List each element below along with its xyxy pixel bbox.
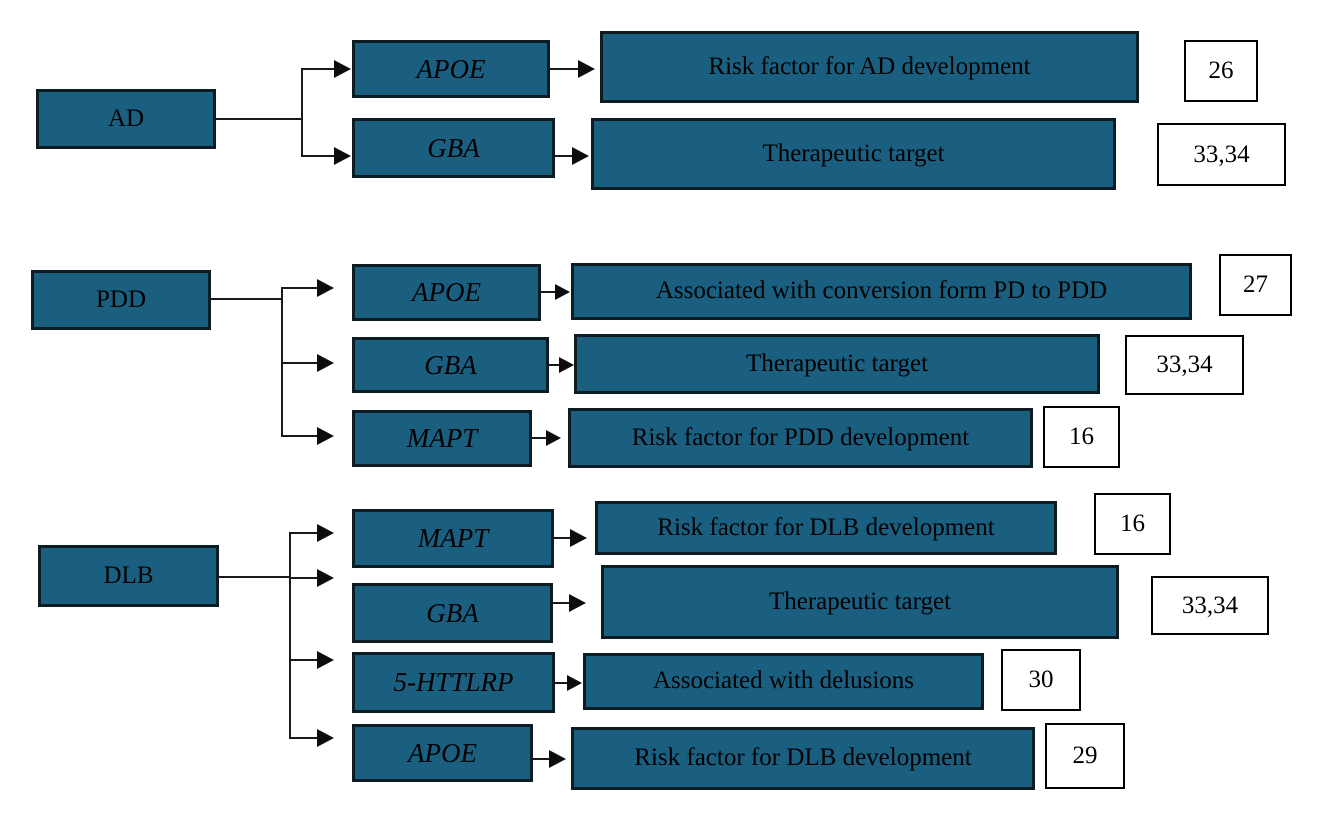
connector-branch-dlb-0: [289, 532, 319, 534]
description-box-pdd-0[interactable]: Associated with conversion form PD to PD…: [571, 263, 1192, 320]
arrow-pdd-gene-2: [317, 427, 334, 445]
gene-box-pdd-apoe[interactable]: APOE: [352, 264, 541, 321]
gene-box-pdd-gba[interactable]: GBA: [352, 337, 549, 393]
connector-gene-desc-dlb-2: [555, 682, 569, 684]
connector-branch-dlb-1: [289, 577, 319, 579]
connector-spine-ad: [301, 68, 303, 156]
arrow-pdd-gene-1: [317, 354, 334, 372]
connector-gene-desc-ad-0: [550, 68, 580, 70]
arrow-dlb-desc-3: [549, 750, 566, 768]
connector-gene-desc-pdd-0: [541, 291, 557, 293]
connector-spine-dlb: [289, 532, 291, 739]
description-box-ad-0[interactable]: Risk factor for AD development: [600, 31, 1139, 103]
description-box-ad-1[interactable]: Therapeutic target: [591, 118, 1116, 190]
gene-box-dlb-apoe[interactable]: APOE: [352, 724, 533, 782]
arrow-pdd-desc-1: [559, 357, 574, 373]
gene-box-dlb-5httlrp[interactable]: 5-HTTLRP: [352, 652, 555, 713]
connector-gene-desc-pdd-1: [549, 364, 561, 366]
description-box-dlb-2[interactable]: Associated with delusions: [583, 653, 984, 710]
arrow-pdd-gene-0: [317, 279, 334, 297]
connector-gene-desc-dlb-1: [553, 602, 571, 604]
description-box-pdd-1[interactable]: Therapeutic target: [574, 334, 1100, 394]
description-box-dlb-1[interactable]: Therapeutic target: [601, 565, 1119, 639]
connector-trunk-dlb: [219, 576, 291, 578]
connector-branch-ad-0: [301, 68, 336, 70]
disease-box-pdd[interactable]: PDD: [31, 270, 211, 330]
reference-box-dlb-0[interactable]: 16: [1094, 493, 1171, 555]
reference-box-dlb-3[interactable]: 29: [1045, 723, 1125, 789]
arrow-ad-gene-1: [334, 147, 351, 165]
reference-box-dlb-1[interactable]: 33,34: [1151, 576, 1269, 635]
connector-trunk-pdd: [211, 298, 283, 300]
reference-box-dlb-2[interactable]: 30: [1001, 649, 1081, 711]
arrow-dlb-desc-1: [569, 594, 586, 612]
gene-box-dlb-mapt[interactable]: MAPT: [352, 509, 554, 568]
gene-box-ad-gba[interactable]: GBA: [352, 118, 555, 178]
disease-box-ad[interactable]: AD: [36, 89, 216, 149]
connector-branch-ad-1: [301, 155, 336, 157]
connector-branch-pdd-2: [281, 435, 319, 437]
arrow-dlb-gene-3: [317, 729, 334, 747]
connector-branch-dlb-3: [289, 737, 319, 739]
gene-box-dlb-gba[interactable]: GBA: [352, 583, 553, 643]
connector-gene-desc-pdd-2: [532, 437, 548, 439]
description-box-dlb-3[interactable]: Risk factor for DLB development: [571, 727, 1035, 790]
connector-branch-pdd-0: [281, 287, 319, 289]
reference-box-ad-0[interactable]: 26: [1184, 40, 1258, 102]
reference-box-pdd-1[interactable]: 33,34: [1125, 335, 1244, 395]
arrow-dlb-gene-0: [317, 524, 334, 542]
arrow-pdd-desc-0: [555, 284, 570, 300]
description-box-dlb-0[interactable]: Risk factor for DLB development: [595, 501, 1057, 555]
arrow-pdd-desc-2: [546, 430, 561, 446]
arrow-dlb-gene-2: [317, 651, 334, 669]
arrow-ad-desc-1: [572, 147, 589, 165]
arrow-dlb-gene-1: [317, 569, 334, 587]
reference-box-pdd-0[interactable]: 27: [1219, 254, 1292, 316]
disease-box-dlb[interactable]: DLB: [38, 545, 219, 607]
connector-trunk-ad: [216, 118, 303, 120]
connector-branch-pdd-1: [281, 362, 319, 364]
arrow-dlb-desc-2: [567, 675, 582, 691]
reference-box-ad-1[interactable]: 33,34: [1157, 123, 1286, 186]
gene-box-ad-apoe[interactable]: APOE: [352, 40, 550, 98]
arrow-dlb-desc-0: [570, 529, 587, 547]
description-box-pdd-2[interactable]: Risk factor for PDD development: [568, 408, 1033, 468]
connector-gene-desc-dlb-3: [533, 758, 551, 760]
gene-box-pdd-mapt[interactable]: MAPT: [352, 410, 532, 467]
connector-branch-dlb-2: [289, 659, 319, 661]
arrow-ad-gene-0: [334, 60, 351, 78]
connector-gene-desc-dlb-0: [554, 537, 572, 539]
reference-box-pdd-2[interactable]: 16: [1043, 406, 1120, 468]
arrow-ad-desc-0: [578, 60, 595, 78]
connector-gene-desc-ad-1: [555, 155, 575, 157]
